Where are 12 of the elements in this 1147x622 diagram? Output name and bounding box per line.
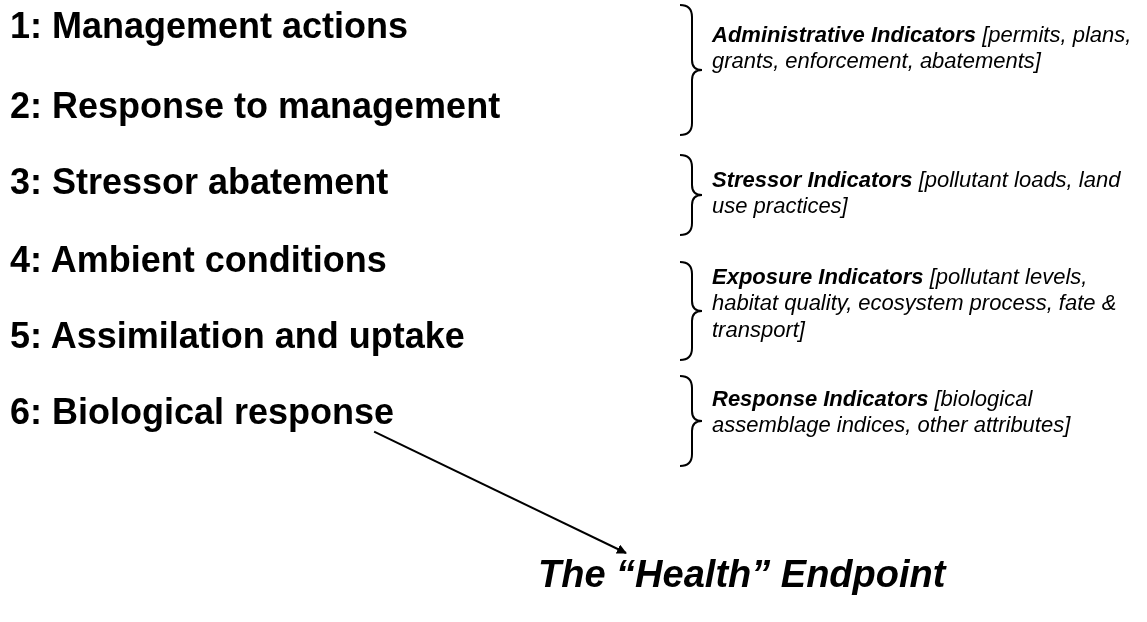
stage-label: 4: Ambient conditions xyxy=(10,240,387,280)
stage-label: 3: Stressor abatement xyxy=(10,162,389,202)
stage-label: 2: Response to management xyxy=(10,86,501,126)
arrow xyxy=(373,430,627,554)
stage-label: 1: Management actions xyxy=(10,6,409,46)
indicator-description: Administrative Indicators [permits, plans, grants, enforcement, abatements] xyxy=(712,22,1132,75)
indicator-description: Exposure Indicators [pollutant levels, habitat quality, ecosystem process, fate & transport] xyxy=(712,264,1118,344)
endpoint-label: The “Health” Endpoint xyxy=(538,553,946,596)
indicator-description: Response Indicators [biological assemblage indices, other attributes] xyxy=(712,386,1072,439)
stage-label: 6: Biological response xyxy=(10,392,395,432)
indicator-description: Stressor Indicators [pollutant loads, land use practices] xyxy=(712,167,1122,220)
stage-label: 5: Assimilation and uptake xyxy=(10,316,465,356)
